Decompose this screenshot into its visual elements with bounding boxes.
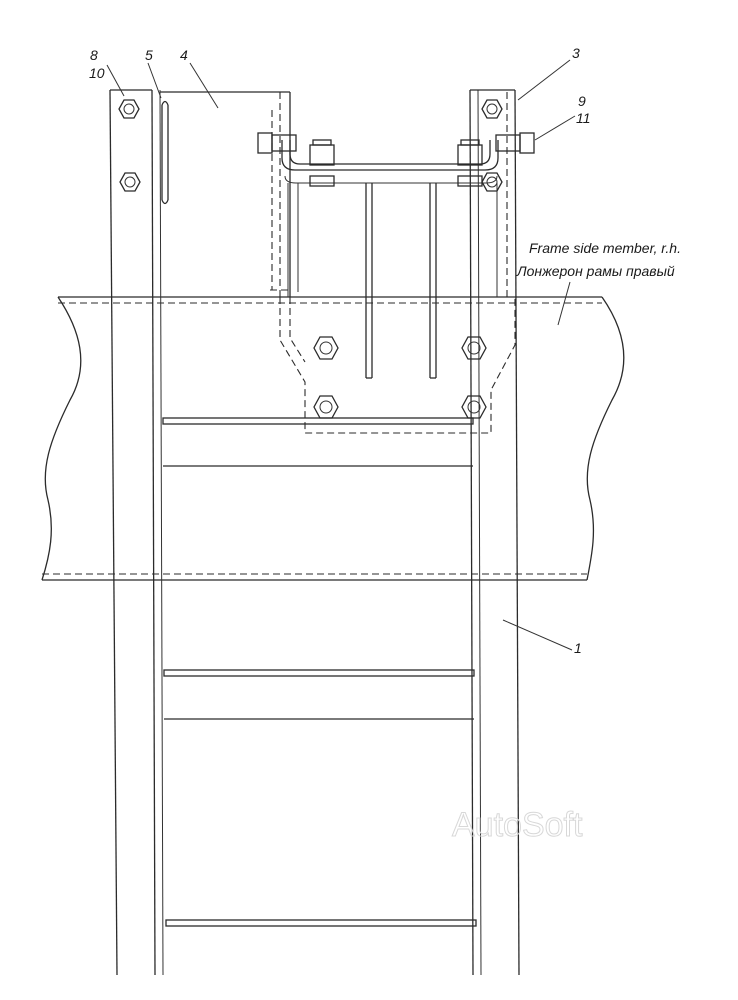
- bracket-plate: [160, 91, 291, 297]
- callout-3: 3: [572, 45, 580, 61]
- leader-lines: [106, 59, 576, 651]
- nut-9-right: [481, 99, 503, 119]
- nuts: [118, 99, 503, 419]
- callout-8: 8: [90, 47, 98, 63]
- retaining-pin: [161, 100, 169, 205]
- callout-9: 9: [578, 93, 586, 109]
- nut-8-upper: [118, 99, 140, 119]
- bolts: [257, 132, 535, 187]
- nut-frame-tl: [313, 336, 339, 360]
- ladder-steps: [162, 417, 477, 927]
- nut-frame-bl: [313, 395, 339, 419]
- nut-frame-tr: [461, 336, 487, 360]
- callout-10: 10: [89, 65, 105, 81]
- frame-side-member: [41, 296, 625, 581]
- callout-4: 4: [180, 47, 188, 63]
- mounting-bracket-hidden: [279, 297, 516, 434]
- caption-russian: Лонжерон рамы правый: [516, 263, 675, 279]
- watermark: AutoSoft: [452, 806, 583, 844]
- callout-11: 11: [576, 110, 591, 126]
- callouts: 8 10 5 4 3 9 11 1: [89, 45, 591, 656]
- nut-8-lower: [119, 172, 141, 192]
- callout-5: 5: [145, 47, 153, 63]
- nut-frame-br: [461, 395, 487, 419]
- caption-english: Frame side member, r.h.: [529, 240, 681, 256]
- ladder-rails: [109, 89, 520, 976]
- u-bracket: [281, 140, 499, 379]
- frame-caption: Frame side member, r.h. Лонжерон рамы пр…: [516, 240, 681, 279]
- callout-1: 1: [574, 640, 582, 656]
